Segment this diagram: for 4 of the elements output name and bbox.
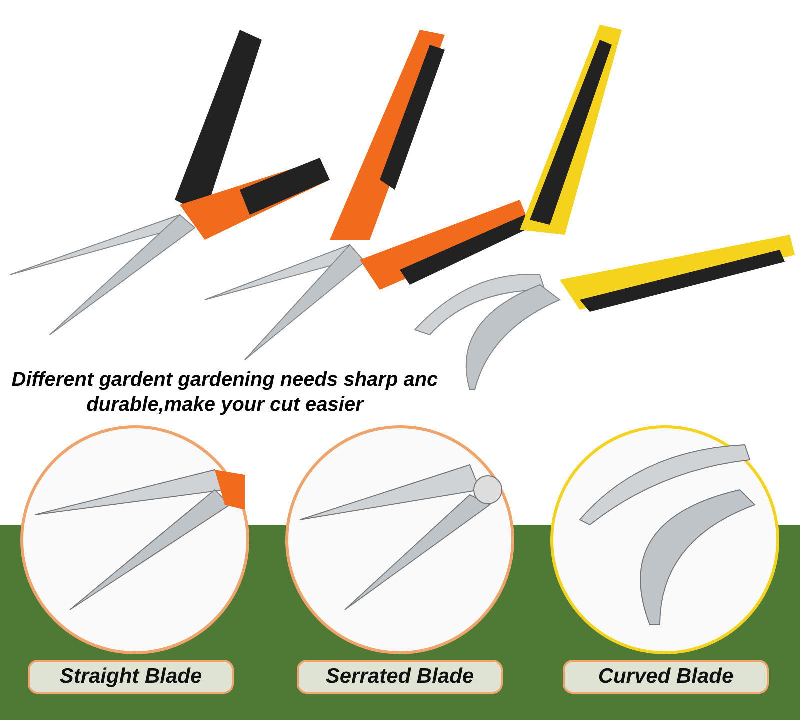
blade-type-label: Curved Blade [563,660,769,694]
heading-text: Different gardent gardening needs sharp anc durable,make your cut easier [10,368,440,418]
blade-type-label: Straight Blade [28,660,234,694]
blade-type-label: Serrated Blade [297,660,503,694]
